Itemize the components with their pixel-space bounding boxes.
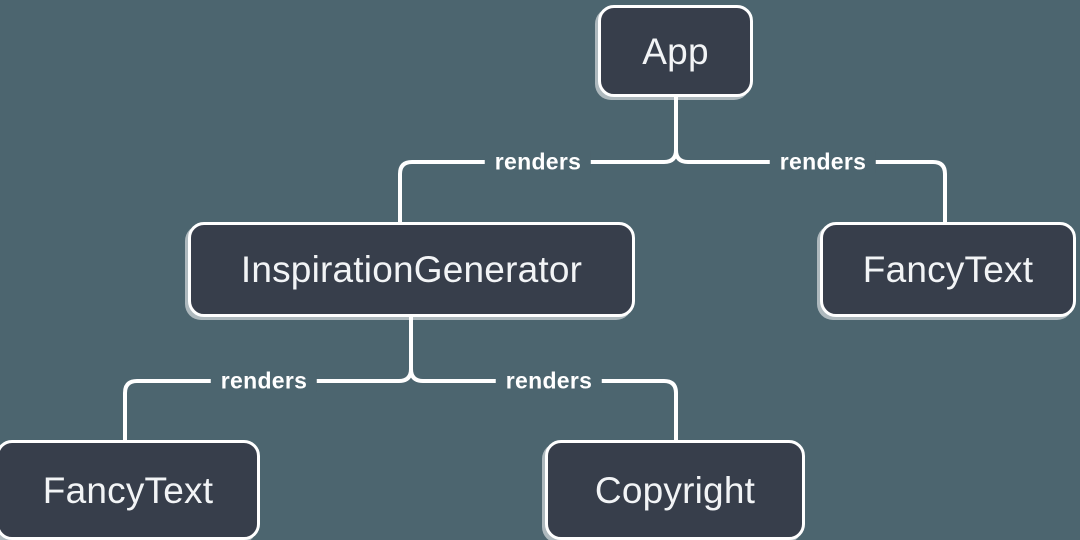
edge-inspiration-to-copyright xyxy=(423,379,678,440)
edge-inspiration-to-fancytext-bottom xyxy=(123,379,399,440)
node-fancytext-right[interactable]: FancyText xyxy=(820,222,1076,317)
node-copyright[interactable]: Copyright xyxy=(545,440,805,540)
edge-label-app-renders-fancytext: renders xyxy=(769,150,877,174)
node-fancytext-bottom-label: FancyText xyxy=(42,469,214,511)
edge-label-inspirationgenerator-renders-fancytext: renders xyxy=(210,369,318,393)
edge-label-inspirationgenerator-renders-copyright: renders xyxy=(495,369,603,393)
edge-inspiration-stem-right xyxy=(409,317,424,383)
edge-app-to-inspiration xyxy=(398,160,664,222)
edge-app-stem-right xyxy=(674,97,689,164)
node-app[interactable]: App xyxy=(598,5,753,97)
node-fancytext-right-label: FancyText xyxy=(862,249,1034,290)
edge-app-to-fancytext-right xyxy=(688,160,947,222)
node-inspirationgenerator-label: InspirationGenerator xyxy=(240,249,583,290)
node-copyright-label: Copyright xyxy=(594,469,756,511)
node-fancytext-bottom[interactable]: FancyText xyxy=(0,440,260,540)
edge-label-app-renders-inspirationgenerator: renders xyxy=(484,150,592,174)
node-inspirationgenerator[interactable]: InspirationGenerator xyxy=(188,222,635,317)
node-app-label: App xyxy=(642,30,709,72)
